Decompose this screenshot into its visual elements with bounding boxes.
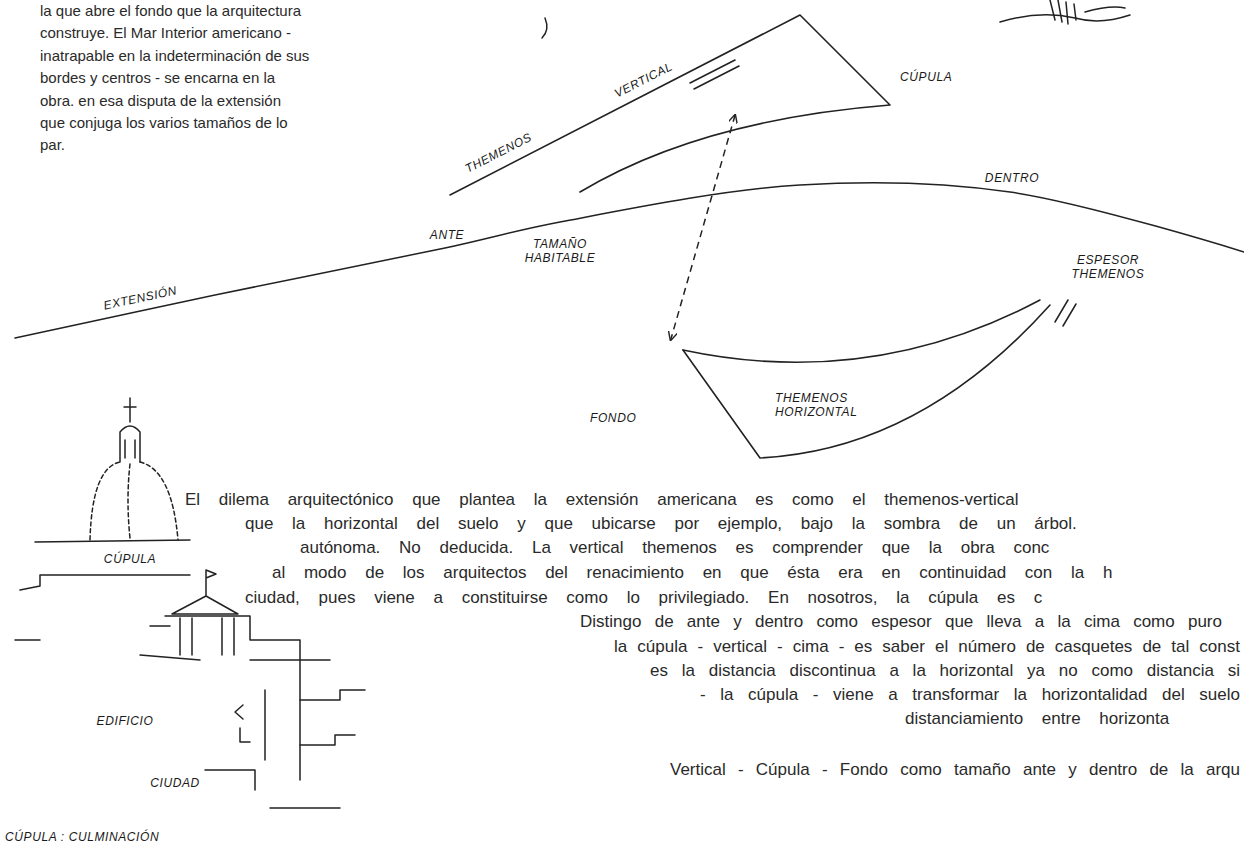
axis-label: DENTRO xyxy=(985,168,1039,186)
axis-label: TAMAÑO HABITABLE xyxy=(520,238,600,266)
label-text: - la cúpula - viene a transformar la hor… xyxy=(700,684,1240,706)
axis-label: ESPESOR THEMENOS xyxy=(1068,254,1148,282)
label-text: EDIFICIO xyxy=(97,715,154,729)
label-text: ANTE xyxy=(430,229,464,243)
extension-arc xyxy=(15,183,1244,338)
outline-stroke xyxy=(683,305,1050,458)
node-text: THEMENOS HORIZONTAL xyxy=(775,392,857,420)
pediment xyxy=(172,570,238,614)
stray-mark xyxy=(542,18,547,38)
intro-paragraph: la que abre el fondo que la arquitectura… xyxy=(40,0,310,157)
body-line: que la horizontal del suelo y que ubicar… xyxy=(245,513,1077,535)
columns xyxy=(180,618,234,655)
label-text: CÚPULA xyxy=(104,553,156,567)
label-text: ciudad, pues viene a constituirse como l… xyxy=(245,587,1042,609)
dashed-arrow xyxy=(671,115,735,340)
label-text: la que abre el fondo que la arquitectura… xyxy=(40,0,310,157)
label-text: TAMAÑO HABITABLE xyxy=(520,238,600,266)
dome-base xyxy=(20,540,190,590)
shape-outline xyxy=(700,15,960,115)
label-text: Distingo de ante y dentro como espesor q… xyxy=(580,611,1222,633)
sketch xyxy=(15,0,1244,808)
sketch-label: CÚPULA xyxy=(104,549,156,567)
node-text: CÚPULA xyxy=(900,71,952,85)
city-lines xyxy=(15,640,340,808)
landscape-sketch xyxy=(1000,15,1130,22)
fondo-wedge: FONDO THEMENOS HORIZONTAL xyxy=(580,340,1060,465)
label-text: EXTENSIÓN xyxy=(102,284,178,313)
body-line: Vertical - Cúpula - Fondo como tamaño an… xyxy=(670,759,1240,781)
label-text: que la horizontal del suelo y que ubicar… xyxy=(245,513,1077,535)
body-line: es la distancia discontinua a la horizon… xyxy=(650,660,1240,682)
shape-label: FONDO xyxy=(590,408,636,426)
body-line: autónoma. No deducida. La vertical theme… xyxy=(300,537,1049,559)
sketch-caption: CÚPULA : CULMINACIÓN xyxy=(5,827,159,845)
dome xyxy=(90,462,178,540)
sketch-label: EDIFICIO xyxy=(97,711,154,729)
label-text: ESPESOR THEMENOS xyxy=(1068,254,1148,282)
label-text: Vertical - Cúpula - Fondo como tamaño an… xyxy=(670,759,1240,781)
shape-inner-label: THEMENOS HORIZONTAL xyxy=(775,392,857,420)
label-text: CIUDAD xyxy=(150,777,200,791)
finial xyxy=(124,398,136,422)
shape-label: CÚPULA xyxy=(900,67,952,85)
body-line: El dilema arquitectónico que plantea la … xyxy=(185,489,1018,511)
axis-label: ANTE xyxy=(430,225,464,243)
body-line: al modo de los arquitectos del renacimie… xyxy=(272,562,1112,584)
axis-label: VERTICAL xyxy=(611,57,676,102)
outline-stroke xyxy=(694,66,739,89)
outline-stroke xyxy=(683,300,1040,362)
label-text: al modo de los arquitectos del renacimie… xyxy=(272,562,1112,584)
thickness-slashes xyxy=(1055,300,1076,326)
outline-stroke xyxy=(450,15,890,195)
label-text: CÚPULA : CULMINACIÓN xyxy=(5,831,159,845)
axis-label: THEMENOS xyxy=(461,127,534,176)
body-line: la cúpula - vertical - cima - es saber e… xyxy=(614,636,1240,658)
label-text: El dilema arquitectónico que plantea la … xyxy=(185,489,1018,511)
steps xyxy=(140,655,365,760)
label-text: la cúpula - vertical - cima - es saber e… xyxy=(614,636,1240,658)
body-line: Distingo de ante y dentro como espesor q… xyxy=(580,611,1222,633)
lantern xyxy=(120,426,140,462)
label-text: es la distancia discontinua a la horizon… xyxy=(650,660,1240,682)
body-line: ciudad, pues viene a constituirse como l… xyxy=(245,587,1042,609)
label-text: distanciamiento entre horizonta xyxy=(905,708,1169,730)
cornice xyxy=(150,616,300,780)
marks xyxy=(235,705,250,742)
sketch-label: CIUDAD xyxy=(150,773,200,791)
axis-label: EXTENSIÓN xyxy=(102,280,179,313)
body-line: distanciamiento entre horizonta xyxy=(905,708,1169,730)
label-text: autónoma. No deducida. La vertical theme… xyxy=(300,537,1049,559)
node-text: FONDO xyxy=(590,412,636,426)
label-text: DENTRO xyxy=(985,172,1039,186)
cupola-wedge: CÚPULA xyxy=(700,15,960,115)
body-line: - la cúpula - viene a transformar la hor… xyxy=(700,684,1240,706)
landscape-hatching xyxy=(1050,0,1125,24)
